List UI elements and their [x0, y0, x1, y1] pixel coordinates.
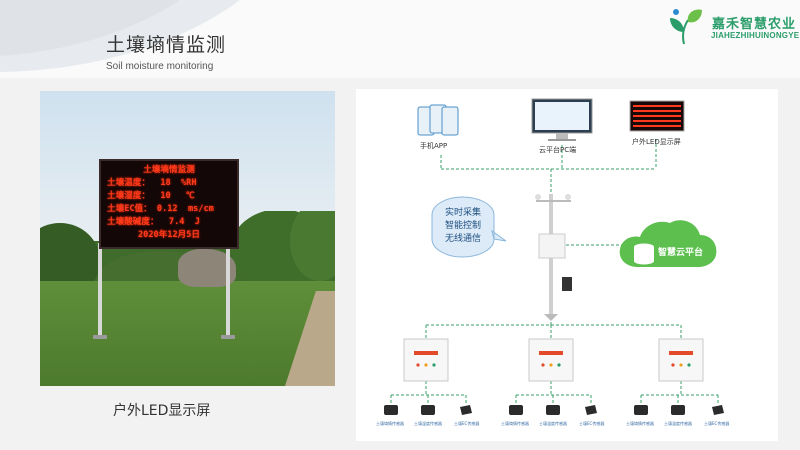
device-label-led: 户外LED显示屏 — [632, 138, 681, 146]
photo-caption: 户外LED显示屏 — [113, 403, 211, 419]
led-line-title: 土壤墒情监测 — [143, 165, 195, 175]
led-line-temperature: 土壤温度： 18 %RH — [107, 178, 197, 188]
brand-name-cn: 嘉禾智慧农业 — [712, 17, 797, 32]
monitor-icon — [531, 98, 593, 141]
controller-box-2 — [528, 338, 574, 382]
speech-bubble — [431, 196, 507, 258]
pole-foot-left — [93, 335, 107, 339]
led-line-ph: 土壤酸碱度： 7.4 J — [107, 217, 200, 227]
pole-foot-right — [221, 335, 235, 339]
led-screen-icon — [629, 100, 685, 132]
sensor-label-2a: 土壤墒情传感器 — [501, 421, 529, 426]
brand-logo: 嘉禾智慧农业 JIAHEZHIHUINONGYE — [664, 6, 800, 48]
diagram-lines — [384, 98, 724, 415]
sign-pole-right — [226, 243, 230, 338]
leaf-logo-icon — [670, 9, 702, 45]
device-label-app: 手机APP — [420, 142, 448, 150]
sensor-label-3c: 土壤EC传感器 — [704, 421, 730, 426]
led-line-date: 2020年12月5日 — [138, 230, 200, 240]
bubble-line-1: 实时采集 — [444, 208, 481, 218]
sensor-label-3a: 土壤墒情传感器 — [626, 421, 654, 426]
sensor-station-icon — [535, 194, 572, 321]
sign-pole-left — [98, 243, 102, 338]
bubble-line-3: 无线通信 — [444, 234, 481, 244]
led-display-board: 土壤墒情监测 土壤温度： 18 %RH 土壤湿度： 10 ℃ 土壤EC值： 0.… — [99, 159, 239, 249]
page-subtitle: Soil moisture monitoring — [106, 61, 214, 72]
system-diagram-panel: 手机APP 云平台PC端 户外LED显示屏 实时采集 智能控制 无线通信 智慧云… — [356, 89, 778, 441]
controller-box-1 — [403, 338, 449, 382]
sensor-label-2c: 土壤EC传感器 — [579, 421, 605, 426]
header-wave-decoration — [0, 0, 240, 72]
page-title: 土壤墒情监测 — [106, 34, 227, 56]
outdoor-led-photo: 土壤墒情监测 土壤温度： 18 %RH 土壤湿度： 10 ℃ 土壤EC值： 0.… — [40, 91, 335, 386]
database-icon — [634, 243, 654, 265]
led-line-ec: 土壤EC值： 0.12 ms/cm — [107, 204, 214, 214]
controller-box-3 — [658, 338, 704, 382]
brand-name-en: JIAHEZHIHUINONGYE — [711, 31, 800, 40]
device-label-pc: 云平台PC端 — [539, 146, 577, 154]
sensor-probes — [384, 405, 724, 415]
led-line-humidity: 土壤湿度： 10 ℃ — [107, 191, 195, 201]
sensor-label-1a: 土壤墒情传感器 — [376, 421, 404, 426]
sensor-label-1b: 土壤温度传感器 — [414, 421, 442, 426]
sensor-label-2b: 土壤温度传感器 — [539, 421, 567, 426]
bubble-line-2: 智能控制 — [444, 221, 481, 231]
photo-grass — [40, 281, 335, 386]
phone-icon — [417, 104, 459, 136]
sensor-label-1c: 土壤EC传感器 — [454, 421, 480, 426]
cloud-platform-label: 智慧云平台 — [658, 248, 704, 258]
sensor-label-3b: 土壤温度传感器 — [664, 421, 692, 426]
